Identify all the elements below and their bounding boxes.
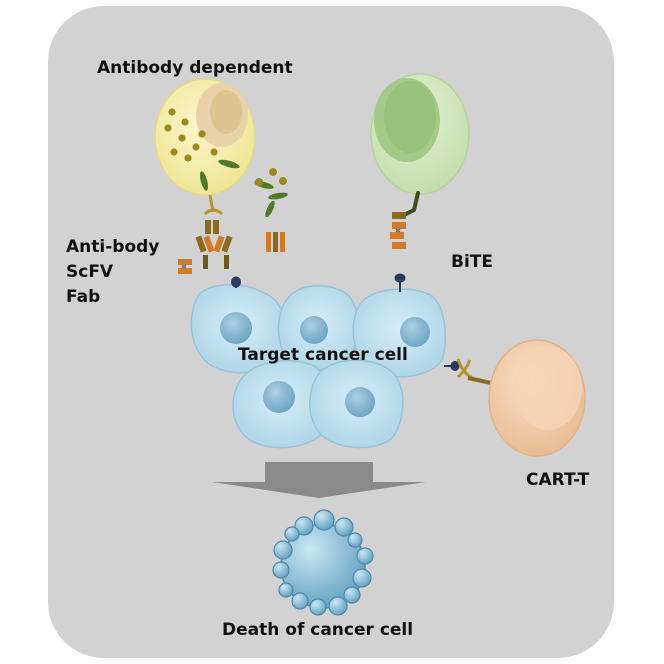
label-scfv: ScFV [66, 262, 114, 282]
scfv-icon [178, 259, 192, 274]
fc-receptor [203, 194, 223, 216]
bite-icon [390, 212, 406, 249]
label-death-of-cancer-cell: Death of cancer cell [222, 620, 414, 640]
label-fab: Fab [66, 287, 101, 307]
label-antibody-dependent: Antibody dependent [97, 58, 293, 78]
label-bite: BiTE [451, 252, 493, 272]
antibody-icon [195, 220, 233, 269]
label-target-cancer-cell: Target cancer cell [238, 345, 408, 365]
fab-icon [266, 232, 285, 252]
label-anti-body: Anti-body [66, 237, 160, 257]
label-cart-t: CART-T [526, 470, 590, 490]
dying-cancer-cell [272, 509, 374, 616]
apoptotic-bleb [272, 509, 374, 616]
car-receptor [456, 358, 497, 386]
t-cell [370, 73, 470, 195]
tumor-antigen [231, 273, 460, 371]
effector-granules [164, 108, 218, 162]
car-t-cell [488, 339, 586, 457]
released-granules [254, 168, 288, 218]
down-arrow [212, 462, 426, 498]
effector-cell [154, 78, 256, 196]
cancer-cell-cluster [190, 284, 446, 449]
cancer-nucleus [220, 312, 430, 417]
